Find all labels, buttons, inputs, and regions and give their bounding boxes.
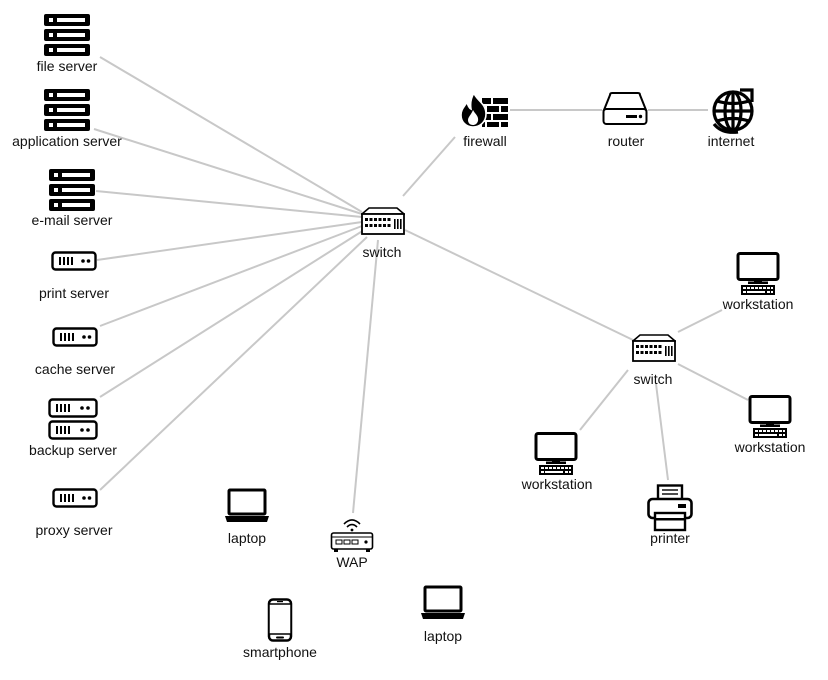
link-switch-2-to-printer [655,383,669,481]
node-label-wap: WAP [336,554,367,570]
server-rack-icon[interactable] [49,169,95,211]
node-label-laptop-2: laptop [424,628,462,644]
node-label-backup-server: backup server [29,442,117,458]
laptop-icon[interactable] [224,488,270,524]
node-wap[interactable]: WAP [330,519,374,570]
links-layer [93,56,749,514]
server-rack-icon[interactable] [44,14,90,56]
node-label-laptop-1: laptop [228,530,266,546]
router-icon[interactable] [602,92,648,125]
server-unit-icon[interactable] [52,327,98,347]
link-firewall-to-switch-main [402,136,456,197]
node-workstation-3[interactable]: workstation [734,395,806,456]
node-workstation-1[interactable]: workstation [722,252,794,313]
node-label-workstation-3: workstation [734,439,806,455]
link-application-server-to-switch-main [93,128,363,215]
node-label-printer: printer [650,530,690,546]
link-proxy-server-to-switch-main [99,236,368,491]
server-rack-icon[interactable] [44,89,90,131]
printer-icon[interactable] [647,484,693,532]
node-laptop-2[interactable]: laptop [420,585,466,644]
server-double-icon[interactable] [48,398,98,440]
smartphone-icon[interactable] [267,598,293,642]
firewall-icon[interactable] [460,92,509,128]
node-label-switch-2: switch [634,371,673,387]
node-print-server[interactable]: print server [39,251,109,302]
node-label-smartphone: smartphone [243,644,317,660]
node-label-email-server: e-mail server [32,212,113,228]
node-internet[interactable]: internet [708,88,755,149]
node-workstation-2[interactable]: workstation [521,432,593,493]
globe-icon[interactable] [712,88,754,134]
laptop-icon[interactable] [420,585,466,621]
workstation-icon[interactable] [748,395,792,439]
node-email-server[interactable]: e-mail server [32,169,113,228]
node-label-proxy-server: proxy server [35,522,112,538]
workstation-icon[interactable] [534,432,578,476]
switch-icon[interactable] [361,207,405,235]
node-label-cache-server: cache server [35,361,115,377]
node-switch-main[interactable]: switch [361,207,405,260]
link-backup-server-to-switch-main [99,229,365,398]
link-switch-2-to-workstation-3 [677,363,749,401]
node-backup-server[interactable]: backup server [29,398,117,459]
wireless-access-point-icon[interactable] [330,519,374,553]
node-laptop-1[interactable]: laptop [224,488,270,546]
node-label-workstation-1: workstation [722,296,794,312]
link-cache-server-to-switch-main [99,225,363,327]
link-switch-2-to-workstation-2 [579,369,629,431]
node-label-internet: internet [708,133,755,149]
node-label-application-server: application server [12,133,122,149]
nodes-layer: file server application server e-mail serv… [12,14,805,660]
link-wap-to-switch-main [352,239,379,514]
link-print-server-to-switch-main [96,221,363,261]
node-label-workstation-2: workstation [521,476,593,492]
server-unit-icon[interactable] [52,488,98,508]
node-application-server[interactable]: application server [12,89,122,149]
node-smartphone[interactable]: smartphone [243,598,317,661]
link-switch-main-to-switch-2 [404,229,634,341]
node-firewall[interactable]: firewall [460,92,509,149]
workstation-icon[interactable] [736,252,780,296]
switch-icon[interactable] [632,334,676,362]
node-label-firewall: firewall [463,133,507,149]
node-cache-server[interactable]: cache server [35,327,115,378]
link-switch-2-to-workstation-1 [677,309,723,333]
node-label-print-server: print server [39,285,109,301]
link-email-server-to-switch-main [95,190,363,218]
node-proxy-server[interactable]: proxy server [35,488,113,539]
node-router[interactable]: router [602,92,648,149]
link-file-server-to-switch-main [99,56,363,213]
server-unit-icon[interactable] [51,251,97,271]
node-switch-2[interactable]: switch [632,334,676,387]
node-label-switch-main: switch [363,244,402,260]
node-file-server[interactable]: file server [37,14,98,74]
node-label-router: router [608,133,645,149]
node-printer[interactable]: printer [647,484,693,547]
node-label-file-server: file server [37,58,98,74]
